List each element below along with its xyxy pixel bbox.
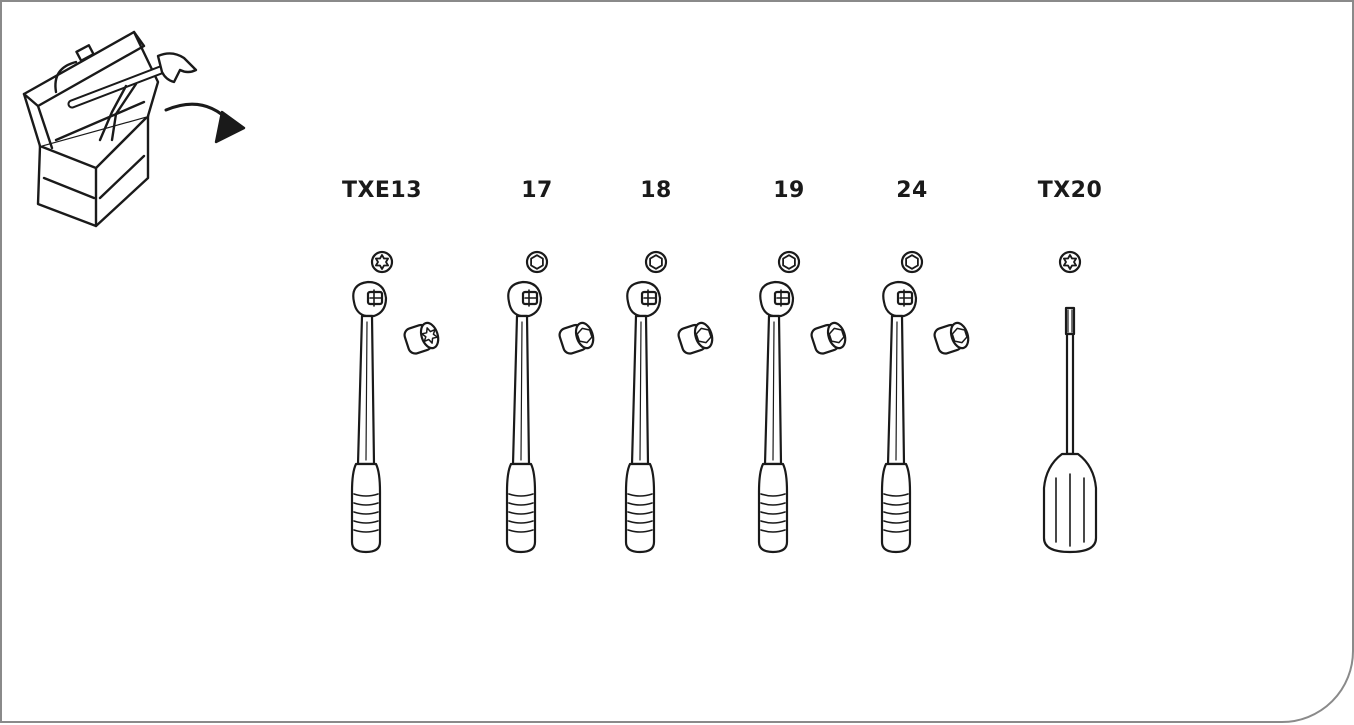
ratchet-with-hex-socket-icon (624, 250, 714, 554)
hex-socket-icon (558, 321, 595, 355)
tool-label: TXE13 (341, 178, 423, 203)
tool-label: 18 (640, 178, 672, 203)
tool-column-17: 17 (477, 2, 597, 725)
ratchet-grip-icon (624, 462, 656, 554)
hex-profile-icon (905, 254, 919, 270)
tool-column-txe13: TXE13 (322, 2, 442, 725)
hex-socket-icon (677, 321, 714, 355)
torx-screwdriver-icon (1042, 250, 1098, 554)
ratchet-with-hex-socket-icon (505, 250, 595, 554)
ratchet-grip-icon (350, 462, 382, 554)
ratchet-grip-icon (505, 462, 537, 554)
torx-socket-icon (403, 321, 440, 355)
ratchet-with-torx-socket-icon (350, 250, 440, 554)
hex-profile-icon (782, 254, 796, 270)
hex-profile-icon (649, 254, 663, 270)
tool-label: TX20 (1037, 178, 1103, 203)
torx-bit-tip-icon (1064, 306, 1076, 336)
ratchet-grip-icon (757, 462, 789, 554)
tool-label: 19 (773, 178, 805, 203)
torx-profile-icon (1063, 254, 1077, 270)
tool-label: 24 (896, 178, 928, 203)
ratchet-with-hex-socket-icon (880, 250, 970, 554)
hex-socket-icon (933, 321, 970, 355)
ratchet-with-hex-socket-icon (757, 250, 847, 554)
hex-profile-icon (530, 254, 544, 270)
tool-column-tx20: TX20 (1010, 2, 1130, 725)
tool-column-19: 19 (729, 2, 849, 725)
hex-socket-icon (810, 321, 847, 355)
tool-column-24: 24 (852, 2, 972, 725)
tool-column-18: 18 (596, 2, 716, 725)
ratchet-grip-icon (880, 462, 912, 554)
toolbox-with-hammer-icon (22, 30, 246, 228)
screwdriver-shaft-icon (1065, 332, 1075, 456)
tool-label: 17 (521, 178, 553, 203)
torx-profile-icon (375, 254, 389, 270)
